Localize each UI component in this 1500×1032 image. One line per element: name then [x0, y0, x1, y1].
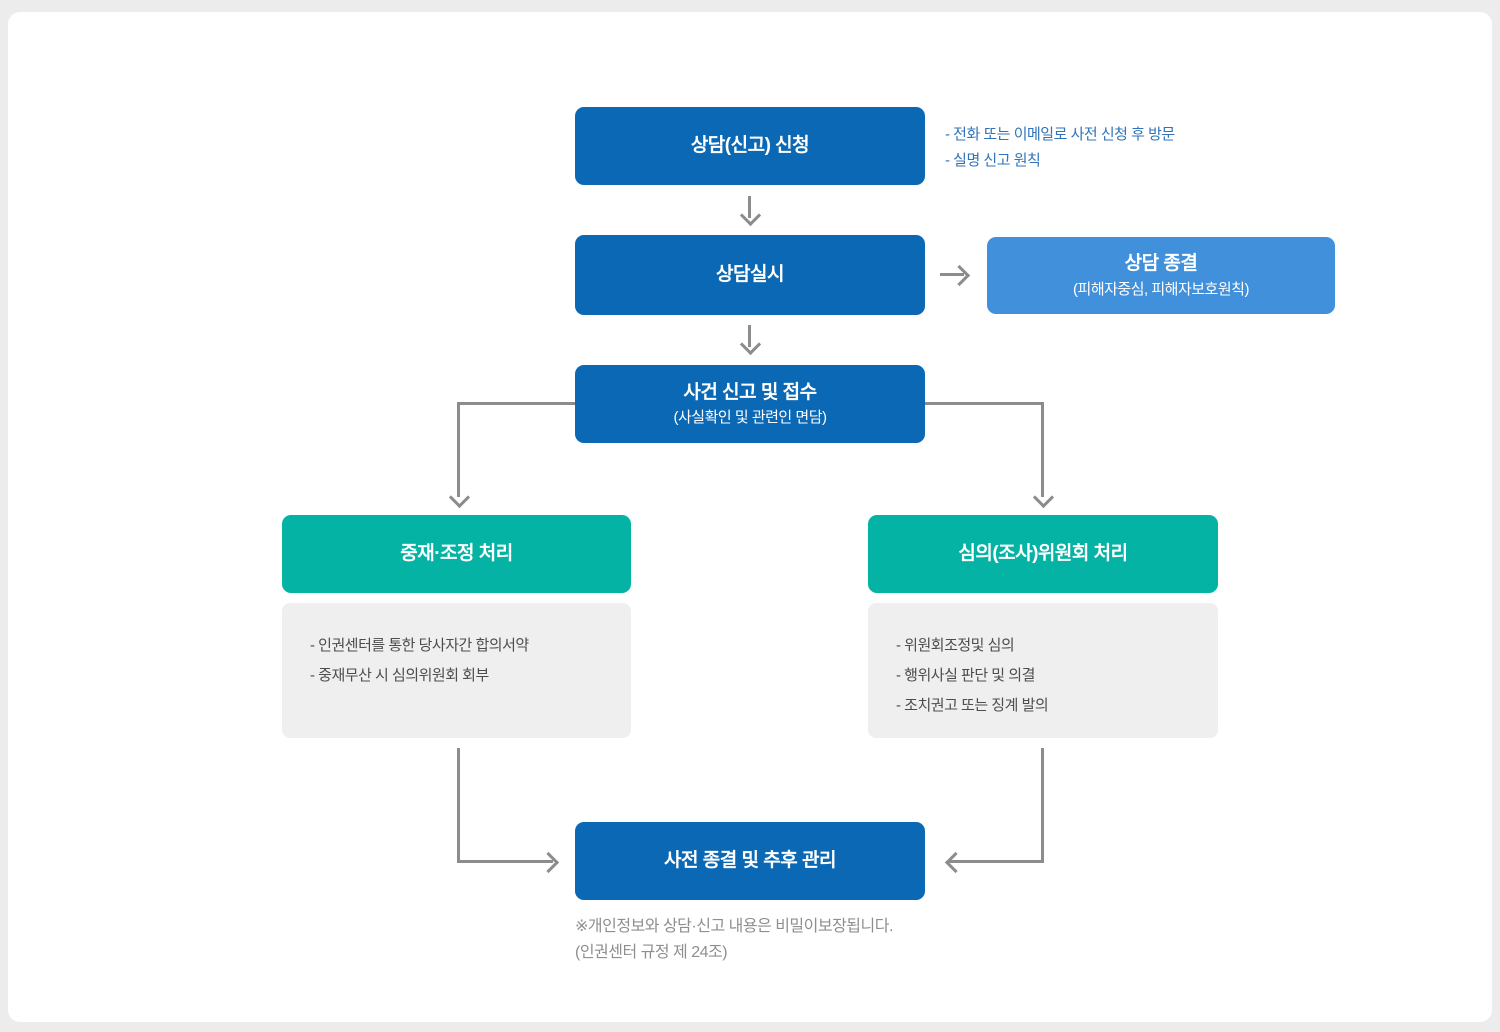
- step2-title: 상담실시: [716, 264, 784, 286]
- closure-title: 상담 종결: [1124, 253, 1198, 275]
- arrow-right-icon: [537, 851, 560, 874]
- footnote-line-2: (인권센터 규정 제 24조): [575, 944, 728, 961]
- connector-bottom-left-vertical: [457, 748, 460, 863]
- step1-note-1: - 전화 또는 이메일로 사전 신청 후 방문: [945, 126, 1175, 143]
- connector-bottom-right-vertical: [1041, 748, 1044, 863]
- committee-item: - 조치권고 또는 징계 발의: [896, 697, 1049, 714]
- mediation-item: - 중재무산 시 심의위원회 회부: [310, 667, 489, 684]
- arrow-line-step1-step2: [748, 196, 751, 218]
- final-box: 사전 종결 및 추후 관리: [575, 822, 925, 900]
- arrow-line-step2-closure: [940, 273, 964, 276]
- committee-title: 심의(조사)위원회 처리: [958, 543, 1128, 565]
- step1-note-2: - 실명 신고 원칙: [945, 152, 1041, 169]
- arrow-down-icon: [1032, 486, 1055, 509]
- mediation-box: 중재·조정 처리: [282, 515, 631, 593]
- step3-subtitle: (사실확인 및 관련인 면담): [673, 409, 828, 427]
- connector-left-horizontal: [457, 402, 575, 405]
- mediation-title: 중재·조정 처리: [400, 543, 513, 565]
- committee-box: 심의(조사)위원회 처리: [868, 515, 1218, 593]
- closure-subtitle: (피해자중심, 피해자보호원칙): [1073, 280, 1249, 298]
- arrow-line-step2-step3: [748, 325, 751, 347]
- committee-details-box: - 위원회조정및 심의 - 행위사실 판단 및 의결 - 조치권고 또는 징계 …: [868, 603, 1218, 738]
- mediation-details-box: - 인권센터를 통한 당사자간 합의서약 - 중재무산 시 심의위원회 회부: [282, 603, 631, 738]
- step2-box: 상담실시: [575, 235, 925, 315]
- committee-item: - 위원회조정및 심의: [896, 637, 1015, 654]
- connector-bottom-right-horizontal: [948, 860, 1044, 863]
- final-title: 사전 종결 및 추후 관리: [664, 850, 836, 872]
- connector-right-horizontal: [925, 402, 1044, 405]
- step1-title: 상담(신고) 신청: [690, 135, 810, 157]
- arrow-left-icon: [944, 851, 967, 874]
- content-panel: 상담(신고) 신청 - 전화 또는 이메일로 사전 신청 후 방문 - 실명 신…: [8, 12, 1492, 1022]
- step1-box: 상담(신고) 신청: [575, 107, 925, 185]
- step1-sidenotes: - 전화 또는 이메일로 사전 신청 후 방문 - 실명 신고 원칙: [945, 122, 1175, 174]
- connector-right-vertical: [1041, 402, 1044, 497]
- connector-bottom-left-horizontal: [457, 860, 553, 863]
- mediation-item: - 인권센터를 통한 당사자간 합의서약: [310, 637, 529, 654]
- arrow-down-icon: [739, 204, 762, 227]
- connector-left-vertical: [457, 402, 460, 497]
- closure-box: 상담 종결 (피해자중심, 피해자보호원칙): [987, 237, 1335, 314]
- step3-box: 사건 신고 및 접수 (사실확인 및 관련인 면담): [575, 365, 925, 443]
- arrow-down-icon: [448, 486, 471, 509]
- footnote-line-1: ※개인정보와 상담·신고 내용은 비밀이보장됩니다.: [575, 918, 893, 935]
- arrow-right-icon: [948, 264, 971, 287]
- arrow-down-icon: [739, 333, 762, 356]
- step3-title: 사건 신고 및 접수: [683, 381, 817, 403]
- committee-item: - 행위사실 판단 및 의결: [896, 667, 1035, 684]
